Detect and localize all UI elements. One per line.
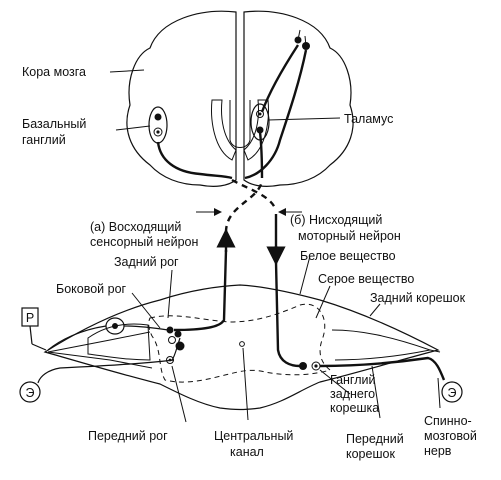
basal-ganglion-label-2: ганглий: [22, 133, 66, 147]
ganglion-label-1: Ганглий: [330, 373, 375, 387]
ventral-root-label-1: Передний: [346, 432, 404, 446]
receptor-label: Р: [26, 311, 34, 325]
thalamus-label: Таламус: [344, 112, 393, 126]
ascending-label-2: сенсорный нейрон: [90, 235, 198, 249]
ventral-horn-label: Передний рог: [88, 429, 168, 443]
basal-ganglion: [148, 106, 168, 144]
leader-lines: [109, 69, 441, 423]
receptor-box: Р: [21, 307, 47, 351]
labels: Кора мозга Базальный ганглий Таламус (а)…: [22, 65, 477, 461]
gray-matter-label: Серое вещество: [318, 272, 414, 286]
cortex-label: Кора мозга: [22, 65, 86, 79]
effector-left-label: Э: [26, 386, 35, 400]
ganglion-label-3: корешка: [330, 401, 379, 415]
spinal-nerve-label-3: нерв: [424, 444, 452, 458]
descending-label-2: моторный нейрон: [298, 229, 401, 243]
effector-right: Э: [441, 381, 463, 403]
spinal-nerve-label-2: мозговой: [424, 429, 477, 443]
white-matter-label: Белое вещество: [300, 249, 396, 263]
lateral-horn-label: Боковой рог: [56, 282, 127, 296]
effector-left: Э: [19, 381, 41, 403]
reflex-arc-lines: [37, 325, 181, 384]
central-canal-label-1: Центральный: [214, 429, 293, 443]
ascending-label-1: (а) Восходящий: [90, 220, 181, 234]
brain-outline: [126, 10, 354, 187]
ventral-root-label-2: корешок: [346, 447, 395, 461]
basal-ganglion-label-1: Базальный: [22, 117, 86, 131]
ganglion-label-2: заднего: [330, 387, 375, 401]
spinal-cord-section: [43, 284, 441, 411]
central-canal-label-2: канал: [230, 445, 264, 459]
dorsal-horn-label: Задний рог: [114, 255, 179, 269]
effector-right-label: Э: [448, 386, 457, 400]
descending-label-1: (б) Нисходящий: [290, 213, 382, 227]
ascending-pathway: [173, 29, 302, 332]
spinal-nerve-label-1: Спинно-: [424, 414, 472, 428]
descending-pathway: [156, 35, 446, 381]
dorsal-root-label: Задний корешок: [370, 291, 466, 305]
